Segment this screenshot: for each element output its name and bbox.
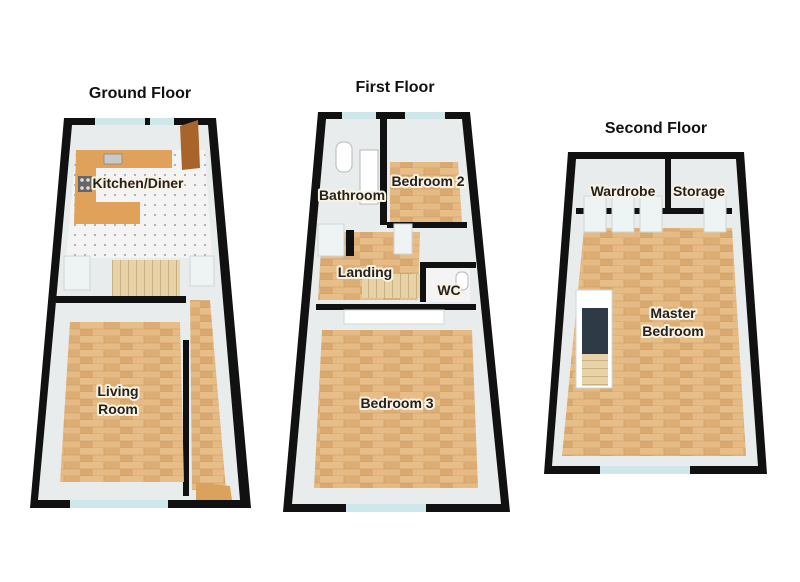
master-bedroom-label-line1: Master — [650, 305, 696, 321]
landing-wall — [346, 230, 354, 256]
wc-label: WC — [437, 282, 460, 298]
first-floor: First Floor Bathroom Bedroom 2 Landing W… — [283, 79, 510, 512]
bedroom-2-door — [393, 223, 413, 255]
bedroom-3-wall — [316, 304, 476, 310]
kitchen-window-2 — [150, 118, 174, 125]
first-floor-staircase — [362, 274, 420, 298]
first-floor-title: First Floor — [355, 79, 434, 96]
second-floor-title: Second Floor — [605, 120, 707, 137]
kitchen-window — [95, 118, 145, 125]
stairwell-void — [582, 308, 608, 354]
storage-label: Storage — [673, 183, 725, 199]
bathroom-door — [317, 223, 345, 257]
bedroom-2-wall — [387, 222, 467, 228]
back-door — [180, 120, 200, 170]
kitchen-diner-label: Kitchen/Diner — [92, 175, 184, 191]
ground-floor-staircase — [112, 260, 180, 296]
bath-icon — [359, 149, 379, 205]
wardrobe-door-right — [639, 195, 663, 233]
storage-divider-wall — [665, 159, 671, 211]
master-bedroom-window — [600, 466, 690, 474]
sink-icon — [103, 153, 123, 165]
toilet-icon — [335, 141, 353, 173]
kitchen-worktop — [74, 150, 172, 224]
wardrobe-door-left — [583, 195, 607, 233]
bedroom-2-window — [405, 112, 445, 119]
storage-door — [703, 195, 727, 233]
bathroom-wall — [380, 119, 387, 225]
bedroom-3-window — [346, 504, 426, 512]
master-bedroom-floor — [562, 228, 746, 456]
hallway-floor — [190, 300, 226, 490]
wardrobe-label: Wardrobe — [591, 183, 656, 199]
living-room-label-line1: Living — [97, 383, 138, 399]
ground-floor-title: Ground Floor — [89, 85, 191, 102]
bedroom-2-floor — [390, 162, 462, 222]
bathroom-window — [342, 112, 376, 119]
bedroom-3-floor — [314, 330, 478, 488]
wc-wall-left — [420, 262, 426, 302]
ground-floor-divider-wall — [56, 296, 186, 303]
bathroom-label: Bathroom — [319, 187, 385, 203]
kitchen-island-worktop — [96, 202, 140, 224]
ground-floor: Ground Floor Kitchen/Diner L — [30, 85, 251, 508]
second-floor: Second Floor Wardrobe Storage Master Bed… — [544, 120, 767, 474]
wc-toilet-icon — [455, 271, 469, 291]
bedroom-2-label: Bedroom 2 — [391, 173, 464, 189]
living-room-label-line2: Room — [98, 401, 138, 417]
bedroom-3-label: Bedroom 3 — [360, 395, 433, 411]
wardrobe-door-middle — [611, 195, 635, 233]
living-room-floor — [60, 322, 184, 482]
master-bedroom-label-line2: Bedroom — [642, 323, 703, 339]
hallway-wall — [183, 340, 189, 496]
wc-wall-top — [420, 262, 476, 268]
hob-icon — [78, 176, 92, 192]
living-room-window — [70, 500, 168, 508]
front-door — [196, 482, 232, 500]
understairs-door — [63, 255, 91, 291]
second-floor-staircase — [582, 354, 608, 386]
landing-label: Landing — [338, 264, 392, 280]
bedroom-3-cupboard — [343, 309, 445, 325]
hall-cupboard-door — [189, 255, 215, 287]
